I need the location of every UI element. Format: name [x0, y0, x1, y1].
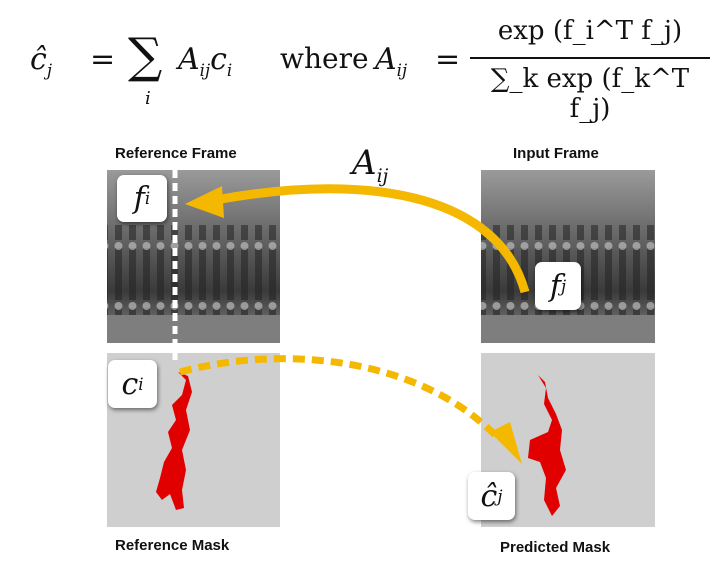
eq-numerator: exp (f_i^T f_j) — [497, 16, 683, 46]
affinity-label: Aij — [352, 143, 388, 187]
eq-denominator: ∑_k exp (f_k^T f_j) — [490, 64, 690, 124]
affinity-arrowhead — [185, 186, 224, 218]
pointer-triangle — [167, 343, 183, 352]
affinity-label-sub: ij — [376, 165, 389, 187]
caption-reference-mask: Reference Mask — [115, 537, 230, 554]
eq-lhs-sub: j — [46, 61, 52, 80]
eq-equals-2: = — [435, 42, 461, 77]
eq-term2-sub: i — [226, 61, 233, 80]
affinity-arrow — [214, 184, 530, 294]
caption-predicted-mask: Predicted Mask — [500, 539, 611, 556]
eq-term-sub: ij — [199, 61, 211, 80]
label-propagation-arrow — [179, 355, 503, 443]
eq-sum: ∑ — [128, 28, 163, 84]
chatj-sub: j — [497, 486, 503, 506]
label-propagation-arrowhead — [490, 422, 522, 464]
eq-lhs: ĉ — [30, 42, 47, 77]
chatj-text: ĉ — [480, 478, 498, 514]
affinity-label-a: A — [352, 143, 377, 183]
eq-sum-index: i — [145, 88, 151, 109]
fi-text: f — [133, 181, 145, 216]
fj-sub: j — [560, 276, 567, 296]
fraction-bar — [470, 57, 710, 59]
equation: ĉj = ∑ i Aijci where Aij = exp (f_i^T f_… — [30, 16, 710, 124]
fi-sub: i — [144, 189, 151, 208]
eq-equals: = — [90, 42, 116, 77]
ci-text: c — [121, 366, 139, 402]
caption-reference-frame: Reference Frame — [115, 145, 237, 162]
eq-a-sub: ij — [396, 61, 408, 80]
fj-text: f — [549, 268, 561, 304]
eq-term2: c — [210, 42, 227, 77]
caption-input-frame: Input Frame — [513, 145, 599, 162]
eq-a: A — [375, 42, 397, 77]
eq-term: A — [178, 42, 200, 77]
eq-where: where — [280, 42, 369, 75]
ci-sub: i — [138, 374, 144, 394]
